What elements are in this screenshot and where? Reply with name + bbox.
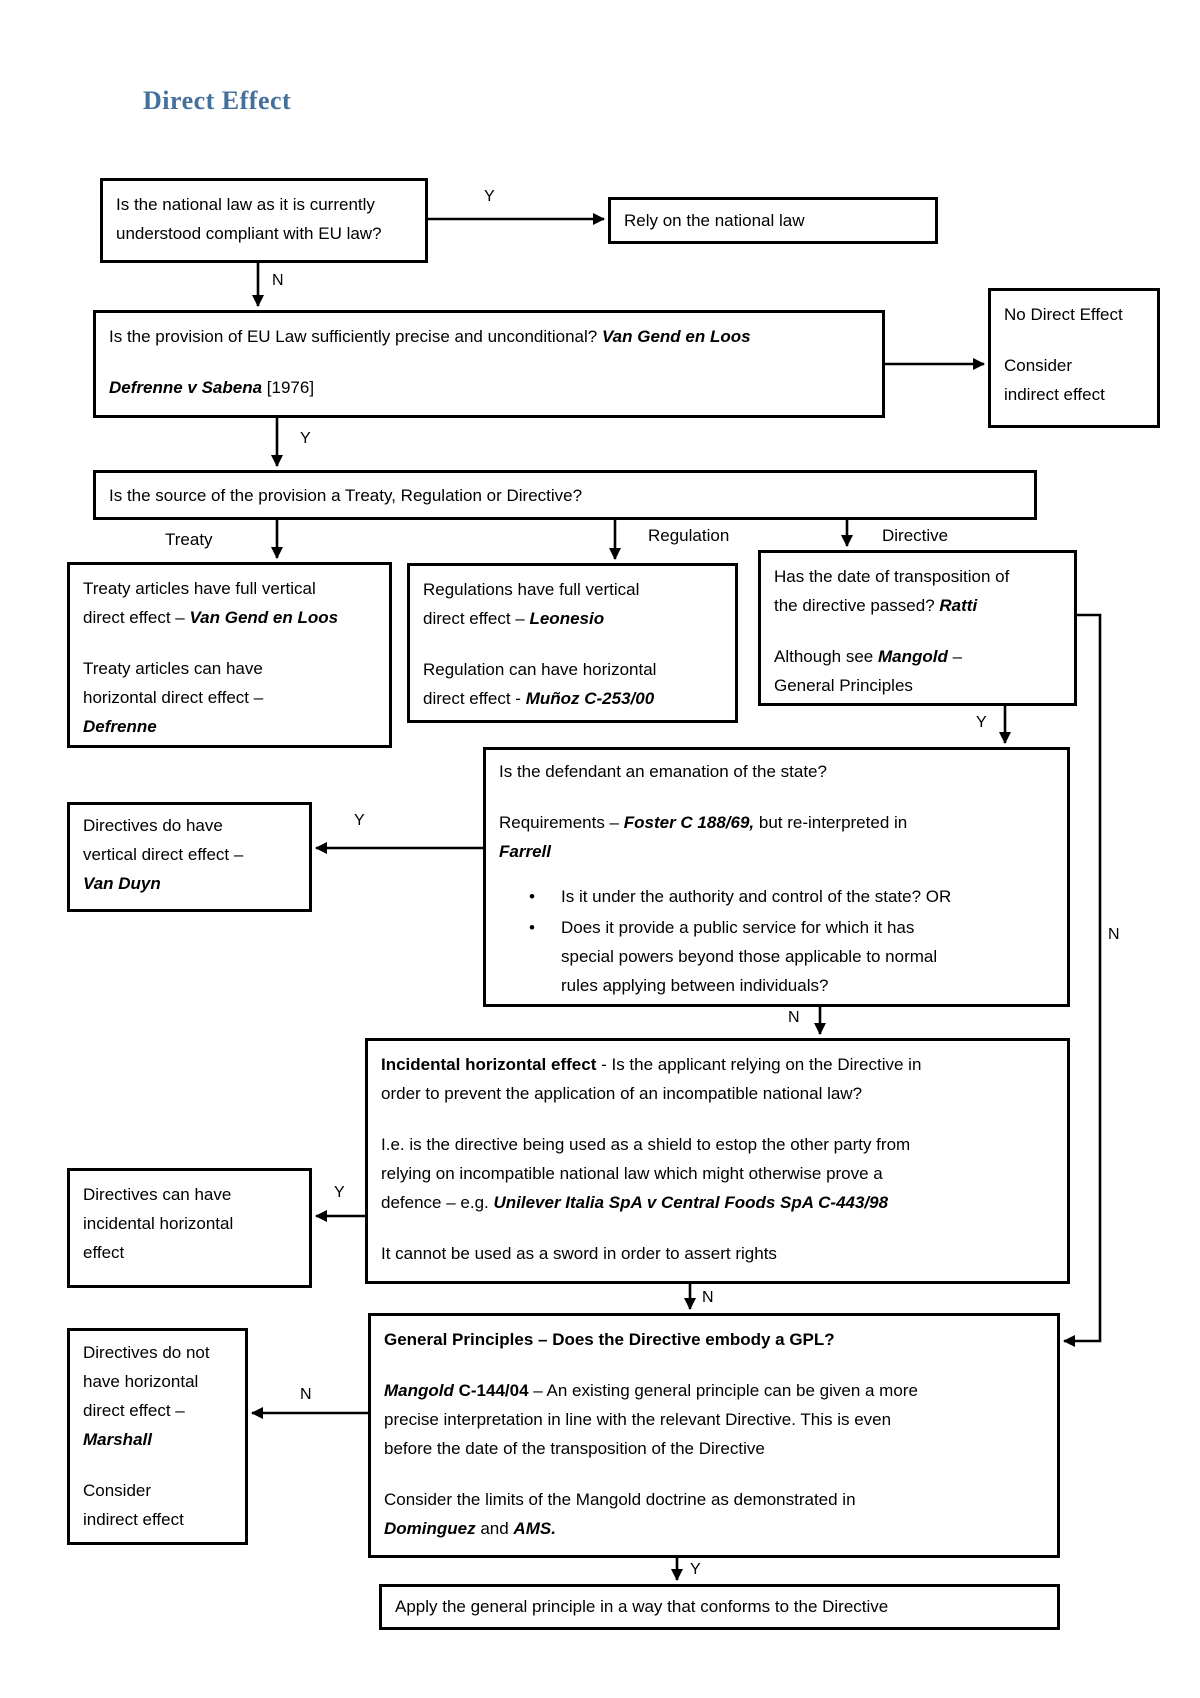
- box-emanation-of-state: Is the defendant an emanation of the sta…: [483, 747, 1070, 1007]
- edge-label-no: N: [700, 1289, 716, 1307]
- box-source-question: Is the source of the provision a Treaty,…: [93, 470, 1037, 520]
- edge-label-no: N: [270, 272, 286, 290]
- edge-label-yes: Y: [688, 1561, 703, 1579]
- edge-label-yes: Y: [482, 188, 497, 206]
- box-rely-on-national-law: Rely on the national law: [608, 197, 938, 244]
- branch-label-directive: Directive: [880, 526, 951, 545]
- box-incidental-horizontal-effect: Incidental horizontal effect - Is the ap…: [365, 1038, 1070, 1284]
- branch-label-treaty: Treaty: [163, 530, 215, 549]
- edge-label-yes: Y: [332, 1184, 347, 1202]
- box-apply-principle: Apply the general principle in a way tha…: [379, 1584, 1060, 1630]
- edge-label-no: N: [298, 1386, 314, 1404]
- box-general-principles: General Principles – Does the Directive …: [368, 1313, 1060, 1558]
- edge-label-yes: Y: [974, 714, 989, 732]
- box-precise-unconditional: Is the provision of EU Law sufficiently …: [93, 310, 885, 418]
- branch-label-regulation: Regulation: [646, 526, 732, 545]
- page-title: Direct Effect: [143, 86, 292, 115]
- edge-label-no: N: [1106, 926, 1122, 944]
- edge-label-yes: Y: [352, 812, 367, 830]
- edge-label-no: N: [786, 1009, 802, 1027]
- edge-label-yes: Y: [298, 430, 313, 448]
